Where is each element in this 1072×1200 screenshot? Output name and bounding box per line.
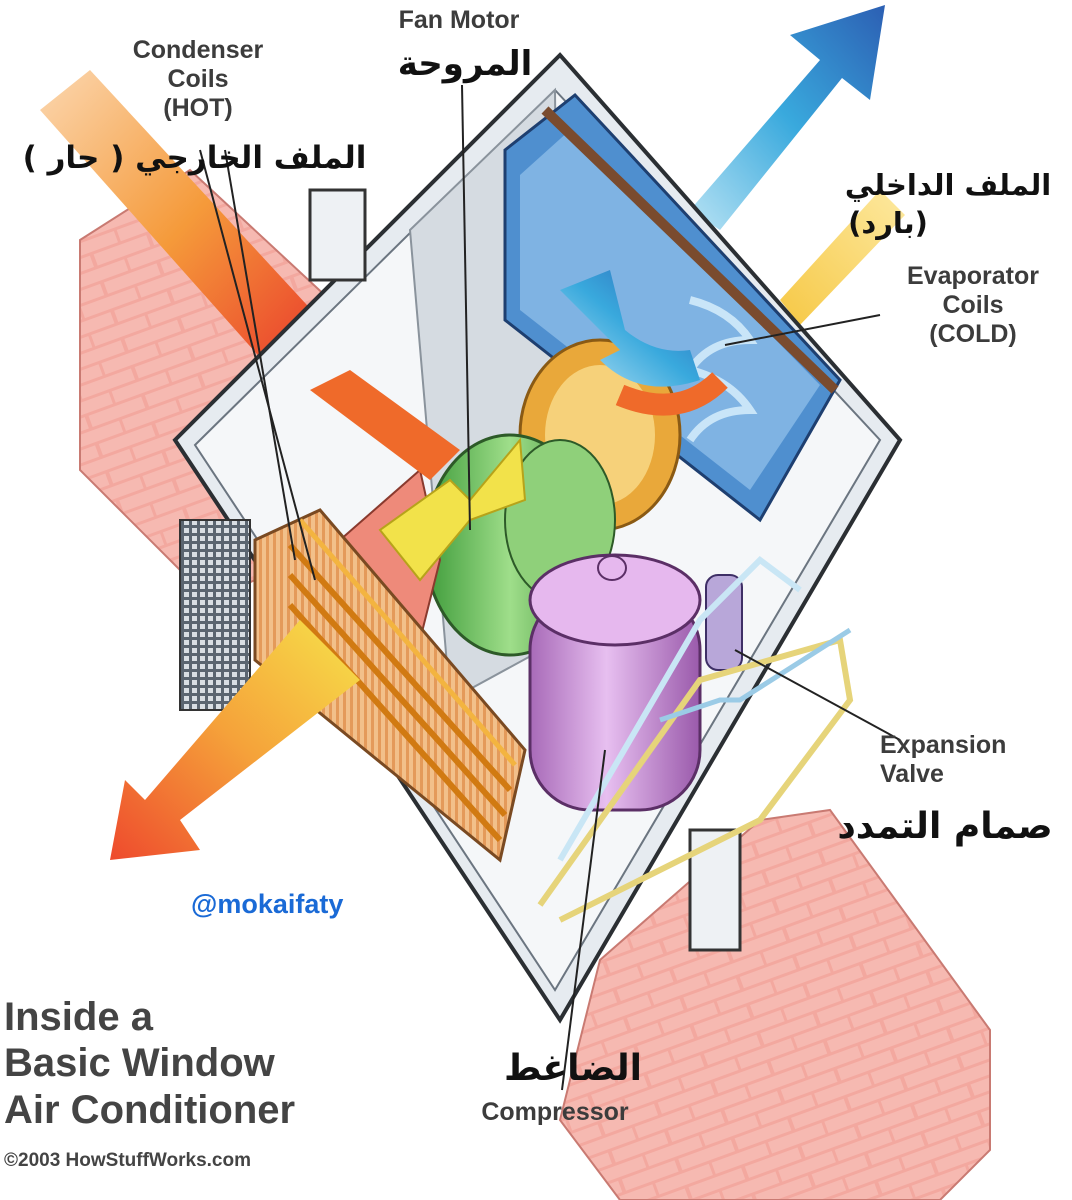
- copyright-notice: ©2003 HowStuffWorks.com: [4, 1150, 251, 1172]
- expansion-valve: [706, 575, 742, 670]
- condenser-label-ar: الملف الخارجي ( حار ): [22, 140, 367, 176]
- compressor: [530, 555, 700, 810]
- evaporator-label-ar-line1: الملف الداخلي: [838, 168, 1058, 202]
- compressor-label-en: Compressor: [450, 1098, 660, 1127]
- fan-motor-label-ar: المروحة: [380, 44, 550, 84]
- author-handle: @mokaifaty: [191, 889, 343, 920]
- condenser-label-en: Condenser Coils (HOT): [103, 36, 293, 122]
- evaporator-label-en: Evaporator Coils (COLD): [878, 262, 1068, 348]
- fan-motor-label-en: Fan Motor: [374, 6, 544, 35]
- expansion-valve-leader: [735, 650, 900, 740]
- compressor-label-ar: الضاغط: [488, 1048, 658, 1089]
- expansion-valve-label-ar: صمام التمدد: [820, 806, 1070, 847]
- expansion-valve-label-en: Expansion Valve: [880, 731, 1070, 789]
- top-bracket: [310, 190, 365, 280]
- side-grill: [180, 520, 250, 710]
- diagram-title: Inside a Basic Window Air Conditioner: [4, 994, 424, 1133]
- evaporator-label-ar-line2: (بارد): [838, 206, 938, 240]
